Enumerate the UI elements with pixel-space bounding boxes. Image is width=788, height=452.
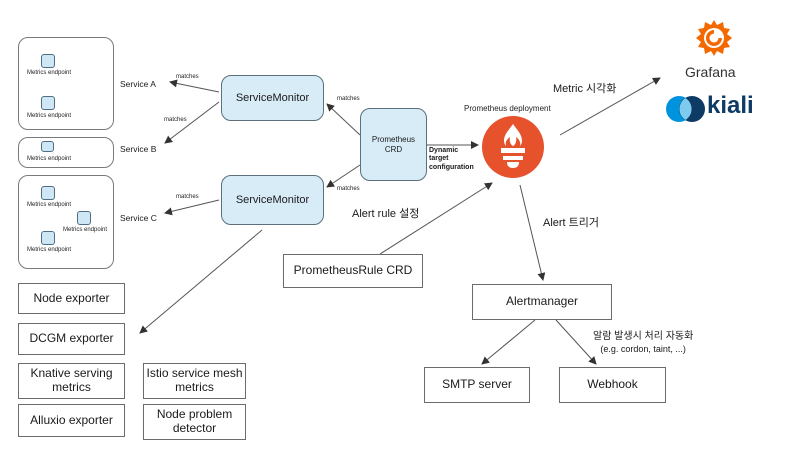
metrics-endpoint-label: Metrics endpoint [27,156,72,162]
node-exporter[interactable]: Node exporter [18,283,125,314]
matches-label: matches [164,117,187,123]
service-a-group: Metrics endpoint Metrics endpoint [18,37,114,130]
matches-label: matches [337,96,360,102]
smtp-server[interactable]: SMTP server [424,367,530,403]
matches-label: matches [176,194,199,200]
arrow-sm-to-service-b [164,101,220,144]
metrics-endpoint-label: Metrics endpoint [27,247,72,253]
metrics-endpoint-icon [41,231,55,245]
metrics-endpoint-icon [41,54,55,68]
metrics-endpoint-label: Metrics endpoint [63,227,108,233]
service-b-label: Service B [120,144,157,154]
metric-visualize-label: Metric 시각화 [553,83,617,95]
istio-service-mesh-metrics[interactable]: Istio service mesh metrics [143,363,246,399]
metrics-endpoint-icon [41,186,55,200]
metrics-endpoint-label: Metrics endpoint [27,113,72,119]
arrow-sm-to-service-a [169,79,220,93]
service-b-group: Metrics endpoint [18,137,114,168]
metrics-endpoint-label: Metrics endpoint [27,202,72,208]
dcgm-exporter[interactable]: DCGM exporter [18,323,125,355]
auto-handle-note: 알람 발생시 처리 자동화 (e.g. cordon, taint, ...) [593,331,693,355]
prometheus-icon [482,116,544,178]
alertmanager[interactable]: Alertmanager [472,284,612,320]
service-monitor-bottom[interactable]: ServiceMonitor [221,175,324,225]
arrow-prometheus-to-grafana [559,77,661,136]
webhook[interactable]: Webhook [559,367,666,403]
prometheus-crd[interactable]: Prometheus CRD [360,108,427,181]
prometheus-deployment-label: Prometheus deployment [464,104,551,113]
arrow-sm-to-exporters [139,229,263,334]
grafana-label: Grafana [685,64,736,80]
grafana-logo-icon [696,20,732,56]
knative-serving-metrics[interactable]: Knative serving metrics [18,363,125,399]
matches-label: matches [176,74,199,80]
service-c-group: Metrics endpoint Metrics endpoint Metric… [18,175,114,269]
arrow-sm-to-service-c [164,199,220,216]
arrow-alertmanager-to-webhook [555,319,597,365]
arrow-prometheus-to-alertmanager [519,184,546,281]
metrics-endpoint-icon [41,96,55,110]
kiali-label: kiali [707,92,754,119]
kiali-logo-icon [666,96,705,122]
matches-label: matches [337,186,360,192]
auto-handle-note-line2: (e.g. cordon, taint, ...) [600,343,686,354]
alluxio-exporter[interactable]: Alluxio exporter [18,404,125,437]
prometheus-rule-crd[interactable]: PrometheusRule CRD [283,254,423,288]
metrics-endpoint-icon [41,141,54,152]
metrics-endpoint-icon [77,211,91,225]
node-problem-detector[interactable]: Node problem detector [143,404,246,440]
arrow-crd-to-sm-top [326,103,361,136]
arrow-crd-to-sm-bottom [326,164,361,188]
service-a-label: Service A [120,79,156,89]
metrics-endpoint-label: Metrics endpoint [27,70,72,76]
service-c-label: Service C [120,213,157,223]
auto-handle-note-line1: 알람 발생시 처리 자동화 [593,331,694,342]
service-monitor-top[interactable]: ServiceMonitor [221,75,324,121]
dynamic-target-label: Dynamic target configuration [429,147,474,171]
alert-rule-setting-label: Alert rule 설정 [352,208,420,220]
alert-trigger-label: Alert 트리거 [543,217,600,229]
arrow-alertmanager-to-smtp [481,319,536,365]
arrow-rule-to-prometheus [379,182,493,255]
